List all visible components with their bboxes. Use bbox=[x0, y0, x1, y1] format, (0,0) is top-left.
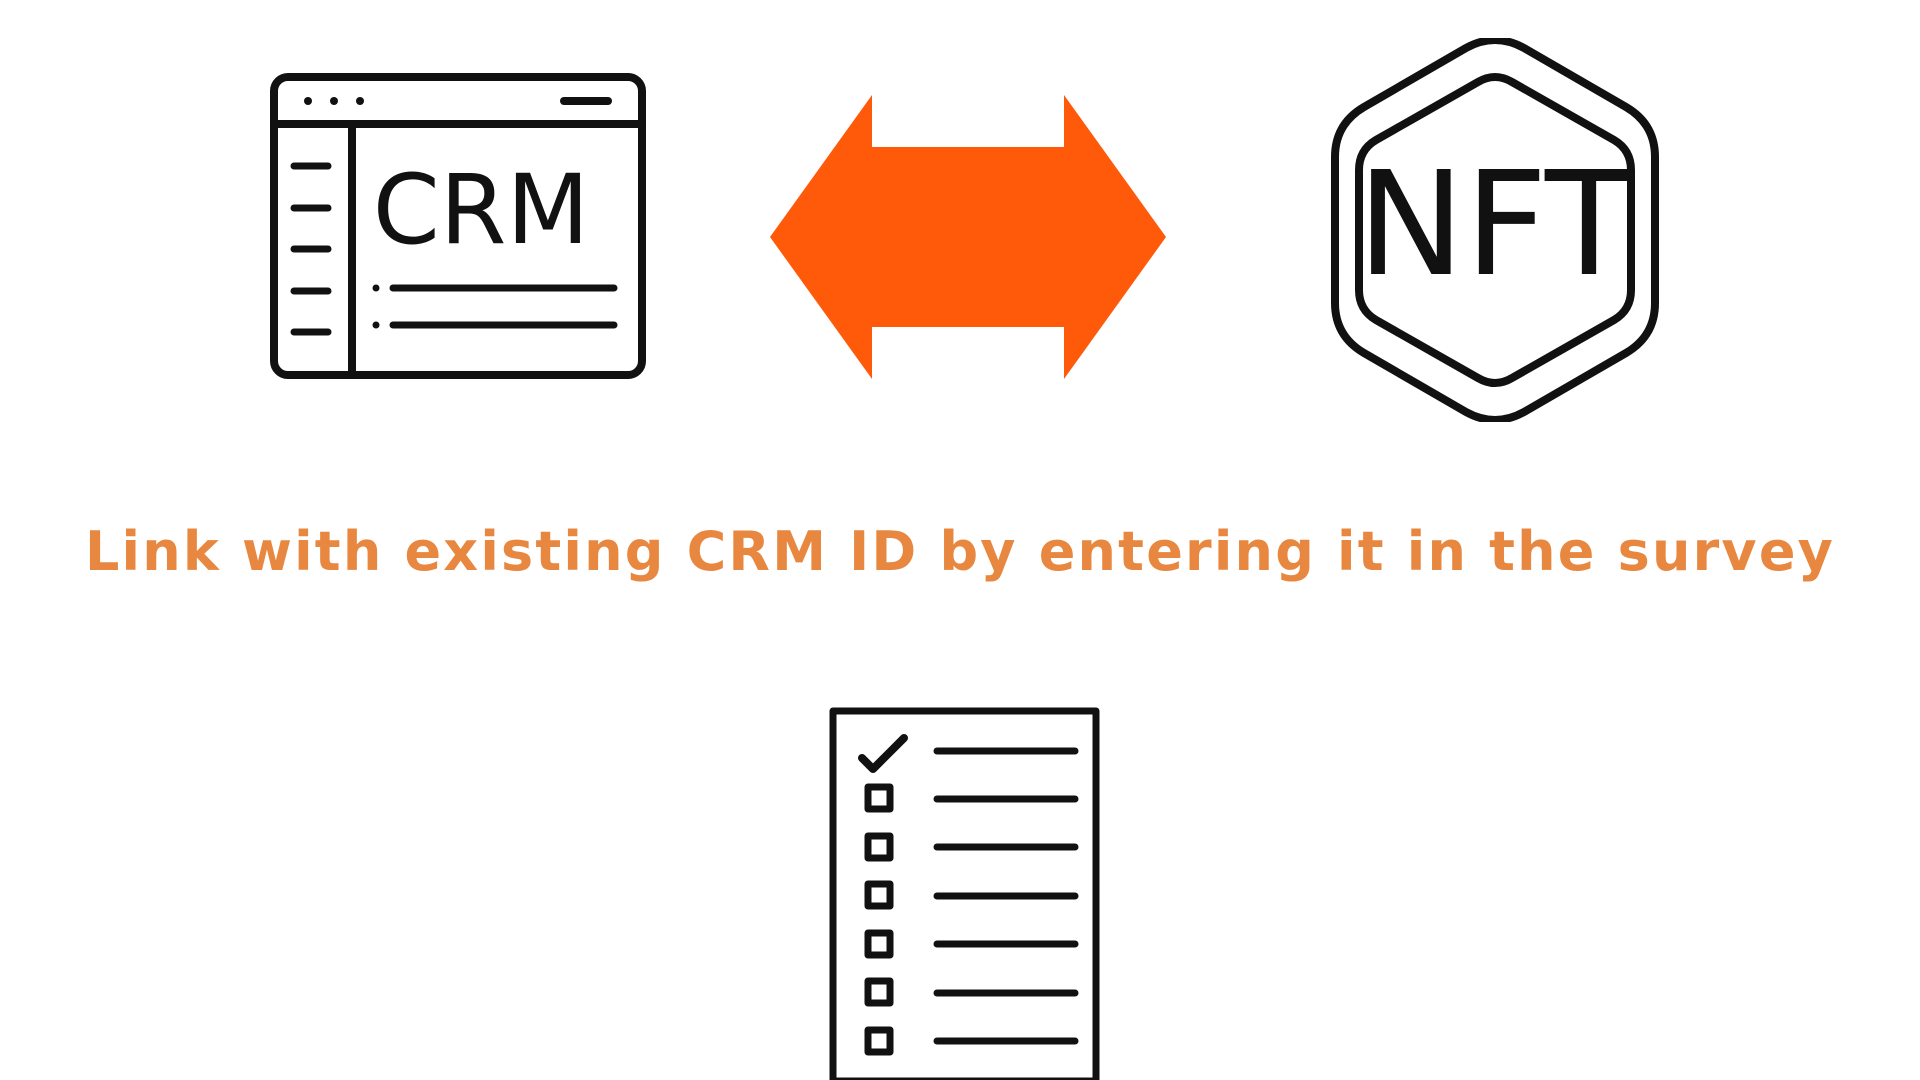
crm-window-icon: CRM bbox=[266, 71, 650, 383]
check-mark-icon bbox=[858, 734, 908, 773]
checkbox-icon bbox=[864, 832, 894, 862]
survey-checklist-icon bbox=[825, 705, 1105, 1080]
nft-hexagon-icon: NFT bbox=[1315, 36, 1675, 424]
crm-icon-label: CRM bbox=[373, 154, 590, 266]
nft-icon-label: NFT bbox=[1357, 140, 1634, 308]
checkbox-icon bbox=[864, 880, 894, 910]
checkbox-icon bbox=[864, 783, 894, 813]
checkbox-icon bbox=[864, 1026, 894, 1056]
double-headed-arrow-icon bbox=[770, 92, 1166, 382]
diagram-caption: Link with existing CRM ID by entering it… bbox=[84, 520, 1836, 583]
checkbox-icon bbox=[864, 929, 894, 959]
checkbox-icon bbox=[864, 977, 894, 1007]
